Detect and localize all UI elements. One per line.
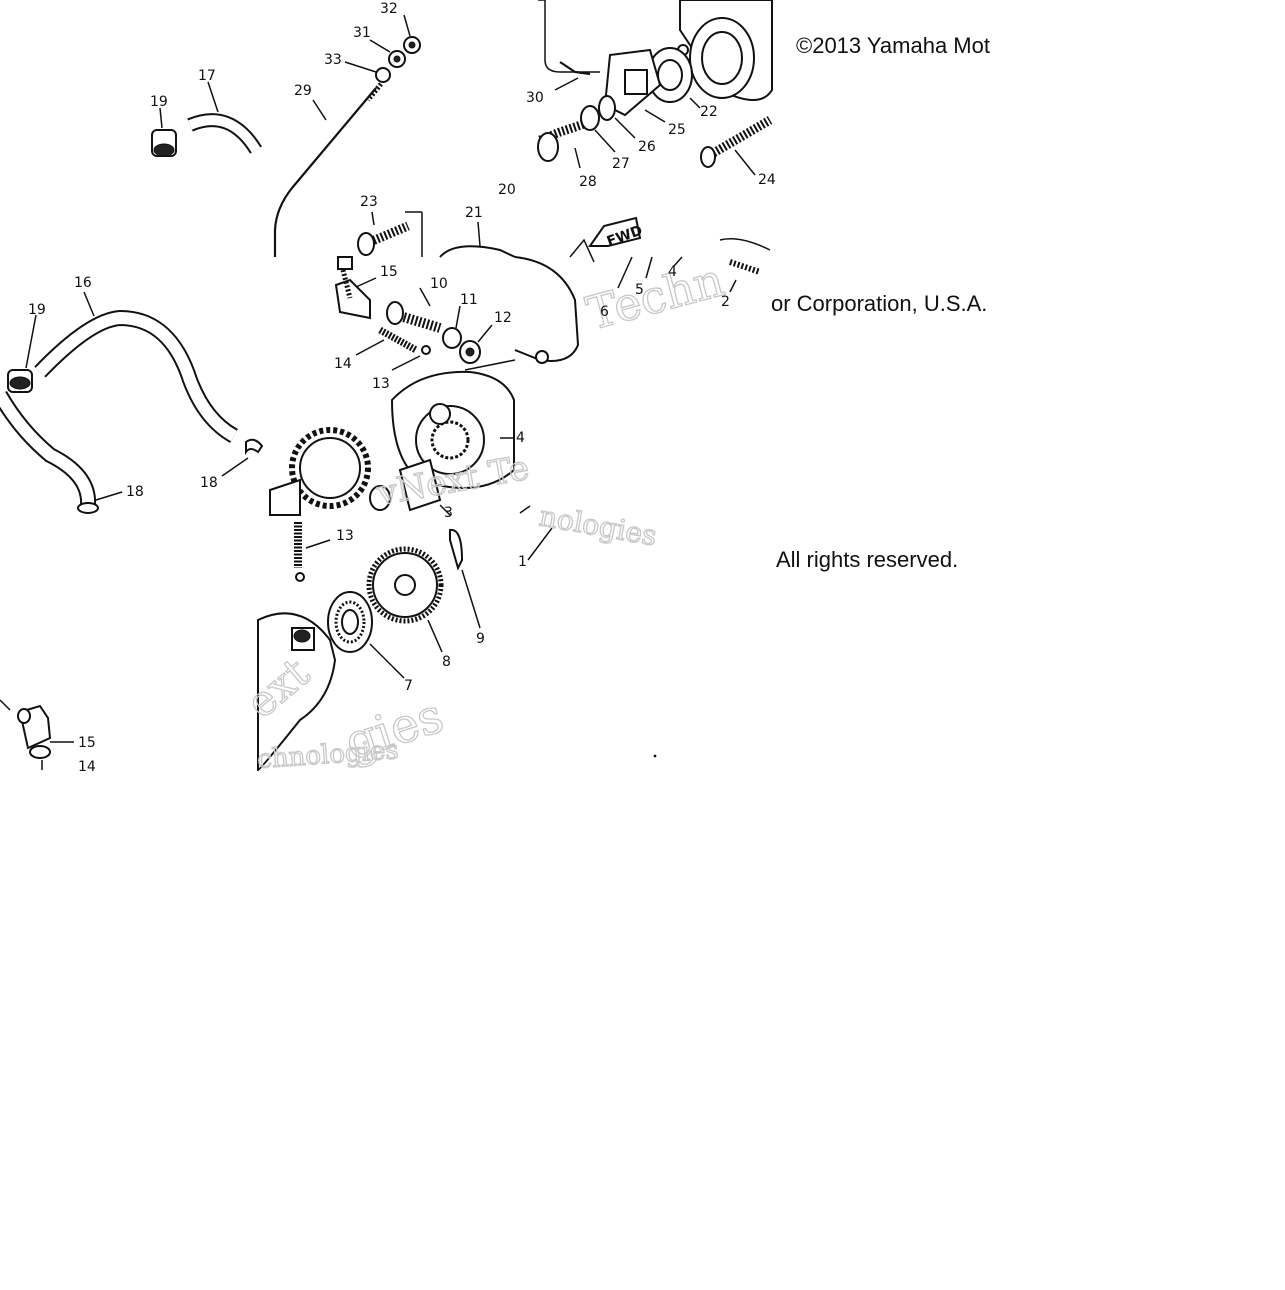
- washer-11: [442, 327, 462, 349]
- callout-19: 19: [150, 94, 168, 110]
- callout-26: 26: [638, 139, 656, 155]
- callout-18: 18: [200, 475, 218, 491]
- callout-18: 18: [126, 484, 144, 500]
- gear-8: [366, 546, 444, 624]
- callout-17: 17: [198, 68, 216, 84]
- callout-6: 6: [600, 304, 609, 320]
- bolt-24: [707, 116, 773, 159]
- fwd-arrow-icon: FWD: [588, 216, 645, 250]
- callout-1: 1: [518, 554, 527, 570]
- pump-body: [257, 612, 337, 772]
- bolt-10: [398, 311, 442, 333]
- callout-32: 32: [380, 1, 398, 17]
- washer-26: [598, 95, 616, 121]
- callout-22: 22: [700, 104, 718, 120]
- cotter-pin-9: [449, 528, 464, 571]
- callout-3: 3: [444, 505, 453, 521]
- callout-30: 30: [526, 90, 544, 106]
- callout-5: 5: [635, 282, 644, 298]
- clip-18: [245, 438, 264, 456]
- callout-15: 15: [380, 264, 398, 280]
- callout-numbers: 32 31 33 17 19 29 30 25 22 26 27 28 24 2…: [28, 1, 776, 775]
- copyright-line-1: ©2013 Yamaha Mot: [796, 33, 990, 58]
- ball-13: [421, 345, 431, 355]
- rod-29: [273, 87, 377, 257]
- copyright-line-3: All rights reserved.: [776, 547, 959, 572]
- callout-28: 28: [579, 174, 597, 190]
- panel-left-middle: [0, 256, 580, 561]
- panel-lower-middle: [0, 522, 657, 772]
- washer-33: [375, 67, 391, 83]
- callout-33: 33: [324, 52, 342, 68]
- callout-27: 27: [612, 156, 630, 172]
- panel-top-left: [151, 14, 421, 257]
- elbow-15: [334, 278, 371, 320]
- spring-14: [378, 326, 418, 354]
- callout-11: 11: [460, 292, 478, 308]
- bolt-28: [538, 119, 586, 145]
- callout-29: 29: [294, 83, 312, 99]
- callout-10: 10: [430, 276, 448, 292]
- callout-21: 21: [465, 205, 483, 221]
- callout-8: 8: [442, 654, 451, 670]
- callout-13: 13: [372, 376, 390, 392]
- callout-25: 25: [668, 122, 686, 138]
- watermark-text: Techn: [581, 252, 730, 340]
- washer-27: [580, 105, 600, 131]
- callout-20: 20: [498, 182, 516, 198]
- callout-7: 7: [404, 678, 413, 694]
- bearing-7: [327, 591, 373, 653]
- panel-top-middle: [537, 0, 773, 176]
- watermark-text: nologies: [537, 499, 659, 552]
- callout-4: 4: [668, 264, 677, 280]
- callout-14: 14: [334, 356, 352, 372]
- callout-16: 16: [74, 275, 92, 291]
- callout-12: 12: [494, 310, 512, 326]
- pin-30: [559, 61, 591, 76]
- housing-21: [439, 245, 516, 258]
- gear-shaft: [269, 427, 371, 516]
- callout-14: 14: [78, 759, 96, 775]
- callout-23: 23: [360, 194, 378, 210]
- callout-2: 2: [721, 294, 730, 310]
- bolt-23: [368, 221, 410, 247]
- callout-19: 19: [28, 302, 46, 318]
- callout-9: 9: [476, 631, 485, 647]
- callout-13: 13: [336, 528, 354, 544]
- callout-15: 15: [78, 735, 96, 751]
- callout-4: 4: [516, 430, 525, 446]
- copyright-line-2: or Corporation, U.S.A.: [771, 291, 988, 316]
- callout-24: 24: [758, 172, 776, 188]
- callout-31: 31: [353, 25, 371, 41]
